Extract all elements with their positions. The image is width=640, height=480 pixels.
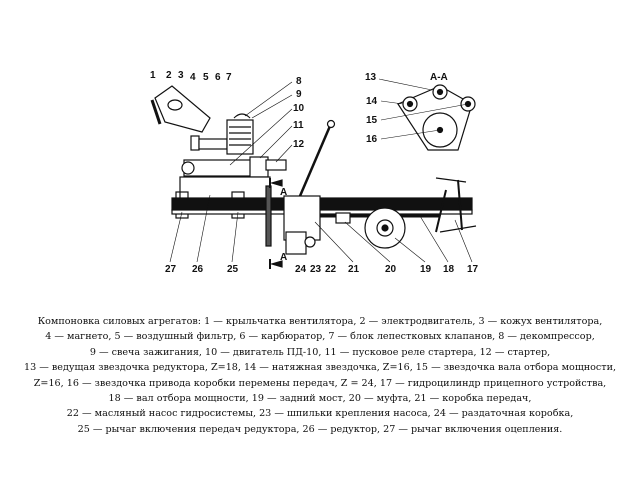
svg-text:7: 7 (226, 72, 232, 83)
svg-text:6: 6 (215, 72, 221, 83)
caption-line: 22 — масляный насос гидросистемы, 23 — ш… (66, 408, 574, 420)
svg-text:19: 19 (420, 264, 432, 275)
svg-text:20: 20 (385, 264, 397, 275)
caption-line: 9 — свеча зажигания, 10 — двигатель ПД-1… (89, 346, 551, 358)
svg-text:22: 22 (325, 264, 337, 275)
caption-line: 13 — ведущая звездочка редуктора, Z=18, … (23, 362, 617, 374)
svg-text:5: 5 (203, 72, 209, 83)
svg-text:21: 21 (348, 264, 360, 275)
power-unit-layout-drawing: A A A-A 1 2 3 4 5 6 7 8 9 10 11 12 13 14 (150, 70, 479, 275)
svg-text:A-A: A-A (430, 72, 448, 83)
gear-lever (298, 125, 332, 197)
carburetor (198, 138, 228, 150)
svg-text:1: 1 (150, 70, 156, 81)
transfer-box (285, 231, 307, 255)
section-a-a-chain-drive: A-A (397, 72, 476, 151)
figure-caption: Компоновка силовых агрегатов: 1 — крыльч… (10, 314, 630, 437)
starter (265, 159, 287, 171)
svg-text:8: 8 (296, 76, 302, 87)
caption-line: Компоновка силовых агрегатов: 1 — крыльч… (37, 316, 603, 327)
section-arrow-lower: A (269, 252, 287, 269)
fan-housing (150, 85, 211, 133)
starter-relay (249, 156, 269, 178)
svg-text:14: 14 (366, 96, 378, 107)
svg-text:23: 23 (310, 264, 322, 275)
frame (171, 197, 473, 211)
svg-text:13: 13 (365, 72, 377, 83)
svg-text:24: 24 (295, 264, 307, 275)
hitch-cylinder (435, 177, 477, 233)
oil-pump (304, 236, 316, 248)
bottom-leader-lines (169, 194, 473, 263)
svg-text:3: 3 (178, 70, 184, 81)
svg-text:16: 16 (366, 134, 378, 145)
svg-text:A: A (280, 187, 287, 198)
svg-text:2: 2 (166, 70, 172, 81)
coupling (335, 212, 351, 224)
svg-text:A: A (280, 252, 287, 263)
svg-text:10: 10 (293, 103, 305, 114)
svg-text:18: 18 (443, 264, 455, 275)
svg-text:25: 25 (227, 264, 239, 275)
svg-text:4: 4 (190, 72, 196, 83)
caption-line: Z=16, 16 — звездочка привода коробки пер… (33, 377, 607, 389)
callouts: 1 2 3 4 5 6 7 8 9 10 11 12 13 14 15 16 2… (150, 70, 479, 275)
caption-line: 4 — магнето, 5 — воздушный фильтр, 6 — к… (45, 331, 595, 343)
svg-text:9: 9 (296, 89, 302, 100)
caption-line: 18 — вал отбора мощности, 19 — задний мо… (108, 393, 532, 405)
magneto (190, 135, 200, 151)
sprocket (265, 185, 272, 247)
svg-text:26: 26 (192, 264, 204, 275)
svg-text:15: 15 (366, 115, 378, 126)
svg-text:12: 12 (293, 139, 305, 150)
svg-text:27: 27 (165, 264, 177, 275)
leader-lines (229, 78, 469, 166)
section-arrow-upper: A (269, 178, 287, 198)
caption-line: 25 — рычаг включения передач редуктора, … (77, 423, 563, 435)
svg-text:11: 11 (293, 120, 304, 131)
svg-text:17: 17 (467, 264, 479, 275)
